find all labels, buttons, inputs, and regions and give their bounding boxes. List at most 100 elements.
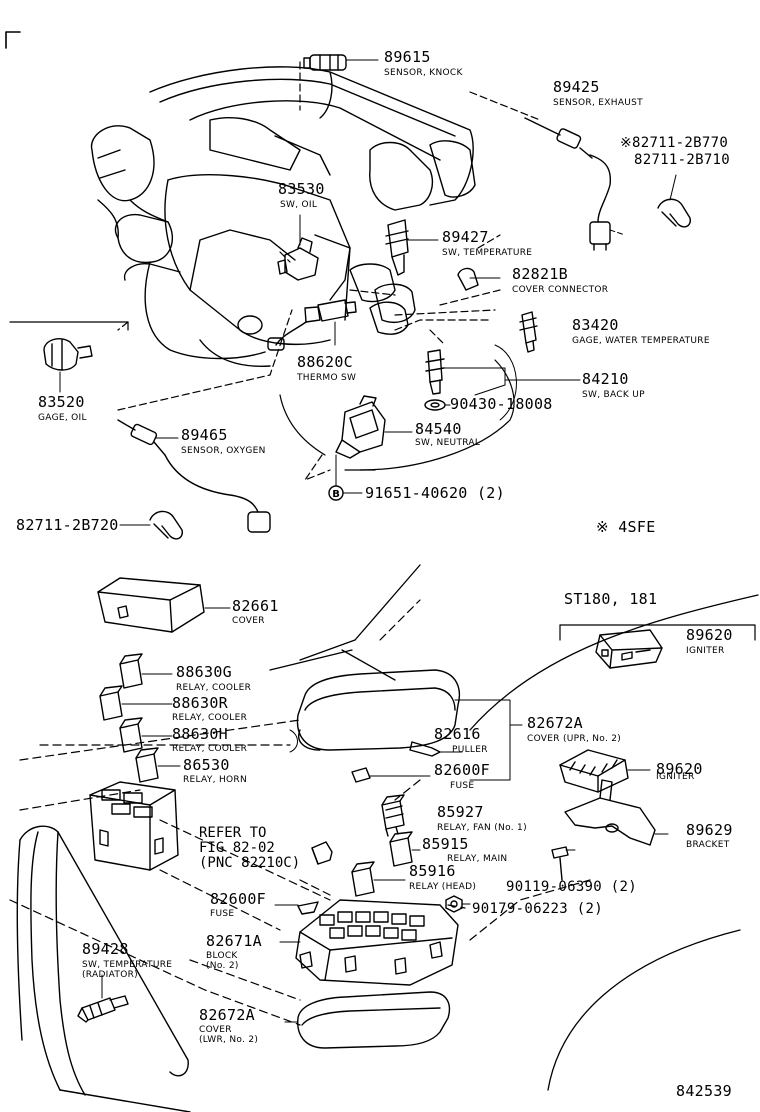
relay-86530-part: [135, 747, 181, 783]
callout-82600f-lower-desc: FUSE: [210, 909, 235, 919]
relay-88630r-part: [99, 685, 173, 721]
callout-89629-desc: BRACKET: [686, 840, 730, 850]
bracket-part: [564, 779, 669, 846]
knock-sensor-part: [303, 54, 379, 71]
callout-88630g-number: 88630G: [176, 663, 232, 681]
relay-main-part: [389, 831, 421, 867]
radiator-part: [16, 825, 191, 1112]
callout-85916-number: 85916: [409, 862, 456, 880]
callout-89615-desc: SENSOR, KNOCK: [384, 68, 463, 78]
neutral-switch-part: [335, 395, 413, 459]
callout-82711-2b720-number: 82711-2B720: [16, 516, 119, 534]
assembly-leader-lines: [9, 599, 591, 1026]
callout-84210-desc: SW, BACK UP: [582, 390, 645, 400]
neutral-curve: [494, 344, 517, 421]
callout-82821b-desc: COVER CONNECTOR: [512, 285, 609, 295]
callout-82672a-upper-desc: COVER (UPR, No. 2): [527, 734, 622, 744]
igniter-lower-part: [559, 749, 651, 793]
engine-block-outline: [90, 66, 476, 367]
fuse-upper-part: [351, 767, 431, 783]
engine-leader-lines: [117, 61, 541, 481]
callout-89620-top-desc: IGNITER: [686, 646, 725, 656]
callout-89620-lower-desc: IGNITER: [656, 772, 695, 782]
callout-82616-desc: PULLER: [452, 745, 488, 755]
callout-88630r-number: 88630R: [172, 694, 228, 712]
relay-head-part: [351, 861, 406, 897]
callout-86530-number: 86530: [183, 756, 230, 774]
oil-gage-part: [43, 338, 93, 393]
callout-84540-number: 84540: [415, 420, 462, 438]
callout-89425-desc: SENSOR, EXHAUST: [553, 98, 643, 108]
cover-lower-part: [284, 991, 451, 1049]
callout-82821b-number: 82821B: [512, 265, 568, 283]
callout-82600f-upper-desc: FUSE: [450, 781, 475, 791]
callout-83420-number: 83420: [572, 316, 619, 334]
callout-82711-2b710-number: 82711-2B710: [634, 152, 731, 168]
callout-89425-number: 89425: [553, 78, 600, 96]
callout-82661-number: 82661: [232, 597, 279, 615]
puller-part: [409, 741, 463, 757]
callout-88630h-number: 88630H: [172, 725, 228, 743]
callout-89427-number: 89427: [442, 228, 489, 246]
nut-part: [445, 895, 471, 913]
callout-85927-desc: RELAY, FAN (No. 1): [437, 823, 527, 833]
radiator-label: (RADIATOR): [82, 970, 138, 980]
callout-83520-number: 83520: [38, 393, 85, 411]
callout-89629-number: 89629: [686, 821, 733, 839]
bolt-marker-text: B: [332, 489, 340, 500]
callout-90430-18008-number: 90430-18008: [450, 395, 553, 413]
callout-82600f-lower-number: 82600F: [210, 890, 266, 908]
wire-clip-upper-part: [657, 174, 692, 228]
cover-connector-part: [457, 267, 501, 291]
connector-ref-part: [311, 841, 333, 865]
cover-upper-part: [296, 669, 523, 781]
callout-85927-number: 85927: [437, 803, 484, 821]
refer-to-line2: FIG 82-02: [199, 840, 275, 856]
callout-84540-desc: SW, NEUTRAL: [415, 438, 481, 448]
callout-90179-06223-number: 90179-06223 (2): [472, 901, 603, 917]
temp-switch-part: [385, 219, 439, 276]
radiator-temp-switch-part: [77, 974, 129, 1023]
callout-88630g-desc: RELAY, COOLER: [176, 683, 252, 693]
water-temp-gage-part: [519, 311, 538, 353]
wire-clip-lower-part: [119, 510, 184, 540]
model-group-label: ST180, 181: [564, 590, 658, 608]
callout-85915-desc: RELAY, MAIN: [447, 854, 508, 864]
callout-83530-desc: SW, OIL: [280, 200, 318, 210]
callout-90119-06390-number: 90119-06390 (2): [506, 879, 637, 895]
callout-89428-number: 89428: [82, 940, 129, 958]
igniter-top-part: [595, 629, 663, 669]
callout-89615-number: 89615: [384, 48, 431, 66]
relay-fan-part: [381, 794, 405, 837]
fuse-lower-part: [274, 901, 319, 915]
junction-block-part: [279, 899, 459, 986]
diagram-id-label: 842539: [676, 1082, 732, 1100]
callout-82711-2b770-number: ※82711-2B770: [620, 135, 729, 151]
callout-86530-desc: RELAY, HORN: [183, 775, 247, 785]
callout-85916-desc: RELAY (HEAD): [409, 882, 477, 892]
callout-89620-top-number: 89620: [686, 626, 733, 644]
relay-88630g-part: [119, 653, 173, 689]
callout-82671a-number: 82671A: [206, 932, 262, 950]
callout-83420-desc: GAGE, WATER TEMPERATURE: [572, 336, 710, 346]
callout-82672a-lower-desc: COVER: [199, 1025, 232, 1035]
callout-88630h-desc: RELAY, COOLER: [172, 744, 248, 754]
callout-88620c-desc: THERMO SW: [297, 373, 357, 383]
callout-88630r-desc: RELAY, COOLER: [172, 713, 248, 723]
relay-curve: [289, 729, 298, 753]
callout-85915-number: 85915: [422, 835, 469, 853]
callout-82672a-upper-number: 82672A: [527, 714, 583, 732]
bolt-part: [551, 846, 576, 881]
thermo-switch-part: [267, 299, 357, 351]
variant-marker-label: ※ 4SFE: [596, 518, 656, 536]
callout-88620c-number: 88620C: [297, 353, 353, 371]
cover-82661-part: [97, 577, 231, 633]
callout-82672a-lower-number: 82672A: [199, 1006, 255, 1024]
exhaust-sensor-part: [524, 117, 626, 251]
callout-83530-number: 83530: [278, 180, 325, 198]
callout-89465-number: 89465: [181, 426, 228, 444]
callout-91651-40620-number: 91651-40620 (2): [365, 484, 505, 502]
callout-82671a-desc: BLOCK: [206, 951, 238, 961]
oil-switch-part: [277, 214, 319, 281]
